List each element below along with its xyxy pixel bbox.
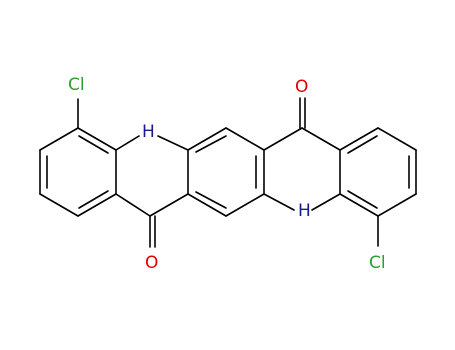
atom-label-nh-bottom: H — [298, 201, 311, 221]
atom-label-cl-bottom: Cl — [369, 253, 386, 273]
atom-label-o-bottom: O — [145, 253, 158, 273]
atom-label-nh-top: H — [142, 122, 155, 142]
bond-layer — [39, 97, 417, 248]
atom-label-cl-top: Cl — [68, 75, 85, 95]
atom-label-o-top: O — [295, 77, 308, 97]
atom-labels: Cl H O H O Cl — [68, 75, 386, 273]
